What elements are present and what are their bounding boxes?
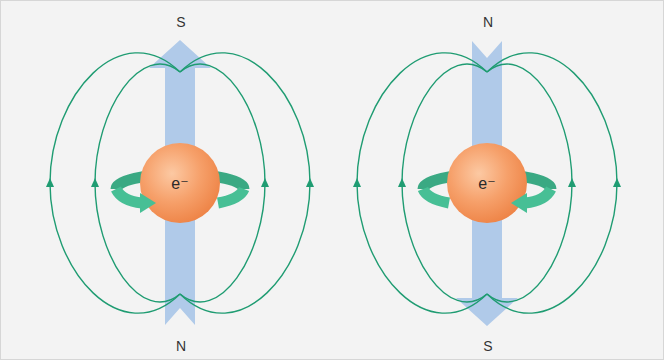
electron-sphere: e⁻ — [447, 143, 527, 223]
spin-band-front — [116, 189, 244, 213]
sphere-body — [447, 143, 527, 223]
field-arrowhead — [91, 178, 99, 187]
pole-label: S — [483, 338, 492, 354]
field-arrowhead — [261, 178, 269, 187]
electron-sphere: e⁻ — [140, 143, 220, 223]
pole-label: N — [176, 338, 186, 354]
electron-symbol: e⁻ — [140, 174, 220, 193]
spin-band — [525, 189, 551, 203]
field-arrowhead — [613, 178, 621, 187]
spin-band — [116, 189, 142, 203]
field-arrowhead — [568, 178, 576, 187]
spin-band — [218, 189, 244, 203]
electron-field — [46, 40, 314, 325]
field-arrowhead — [306, 178, 314, 187]
field-arrowhead — [353, 178, 361, 187]
electron-field — [353, 41, 621, 326]
field-arrowhead — [46, 178, 54, 187]
pole-label: S — [176, 14, 185, 30]
spin-band — [423, 189, 449, 203]
spin-arrowhead — [511, 193, 527, 213]
spin-arrowhead — [140, 193, 156, 213]
spin-band-front — [423, 189, 551, 213]
sphere-body — [140, 143, 220, 223]
pole-label: N — [483, 14, 493, 30]
field-arrowhead — [398, 178, 406, 187]
electron-symbol: e⁻ — [447, 174, 527, 193]
